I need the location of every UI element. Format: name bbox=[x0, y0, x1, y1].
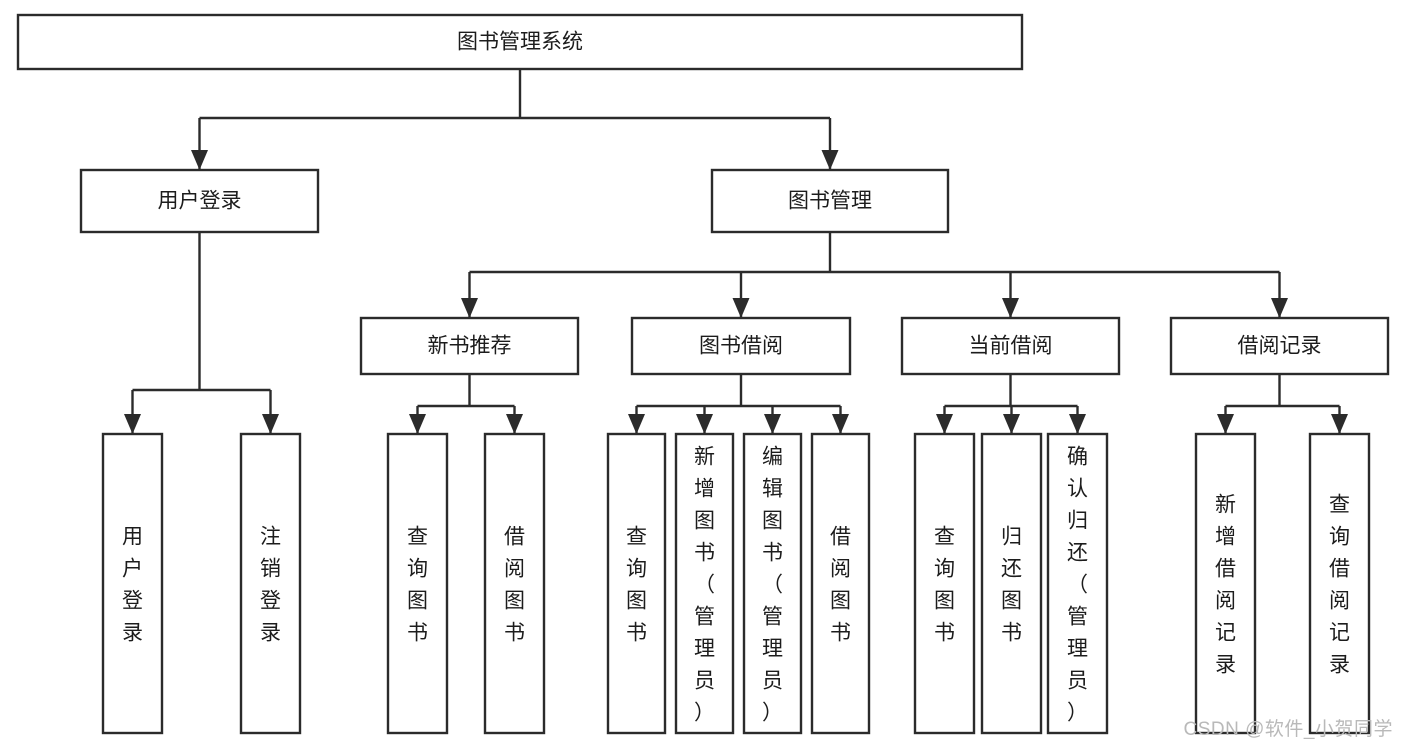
node-box-user-login[interactable] bbox=[79, 168, 320, 234]
node-label-rec-add-record: 新增借阅记录 bbox=[1215, 494, 1236, 677]
node-new-book-rec[interactable]: 新书推荐 bbox=[359, 316, 580, 376]
node-user-logout[interactable]: 注销登录 bbox=[239, 432, 302, 735]
node-label-new-book-rec: 新书推荐 bbox=[428, 335, 512, 358]
arrow-head-icon-rec-borrow-book bbox=[506, 414, 523, 434]
node-label-current-borrow: 当前借阅 bbox=[969, 335, 1053, 358]
node-borrow-query-book[interactable]: 查询图书 bbox=[606, 432, 667, 735]
node-current-borrow[interactable]: 当前借阅 bbox=[900, 316, 1121, 376]
arrow-head-icon-borrow-do-borrow bbox=[832, 414, 849, 434]
node-box-user-logout[interactable] bbox=[239, 432, 302, 735]
node-box-user-login-do[interactable] bbox=[101, 432, 164, 735]
arrow-head-icon-user-login bbox=[191, 150, 208, 170]
node-label-book-manage: 图书管理 bbox=[788, 190, 872, 213]
arrow-head-icon-new-book-rec bbox=[461, 298, 478, 318]
node-cur-query-book[interactable]: 查询图书 bbox=[913, 432, 976, 735]
arrow-head-icon-rec-query-book bbox=[409, 414, 426, 434]
node-label-borrow-record: 借阅记录 bbox=[1238, 335, 1322, 358]
node-book-manage[interactable]: 图书管理 bbox=[710, 168, 950, 234]
node-user-login-do[interactable]: 用户登录 bbox=[101, 432, 164, 735]
node-box-book-manage[interactable] bbox=[710, 168, 950, 234]
node-box-borrow-edit-book[interactable] bbox=[742, 432, 803, 735]
node-label-root: 图书管理系统 bbox=[457, 31, 583, 54]
node-cur-confirm-return[interactable]: 确认归还（管理员） bbox=[1046, 432, 1109, 735]
node-box-rec-query-record[interactable] bbox=[1308, 432, 1371, 735]
arrow-head-icon-rec-add-record bbox=[1217, 414, 1234, 434]
node-rec-query-book[interactable]: 查询图书 bbox=[386, 432, 449, 735]
node-box-borrow-do-borrow[interactable] bbox=[810, 432, 871, 735]
node-book-borrow[interactable]: 图书借阅 bbox=[630, 316, 852, 376]
node-rec-query-record[interactable]: 查询借阅记录 bbox=[1308, 432, 1371, 735]
node-box-rec-query-book[interactable] bbox=[386, 432, 449, 735]
node-root[interactable]: 图书管理系统 bbox=[16, 13, 1024, 71]
node-label-borrow-edit-book: 编辑图书（管理员） bbox=[762, 446, 783, 725]
arrow-head-icon-book-borrow bbox=[732, 298, 750, 318]
node-label-cur-return-book: 归还图书 bbox=[1001, 526, 1022, 645]
node-label-cur-confirm-return: 确认归还（管理员） bbox=[1067, 446, 1088, 725]
arrow-head-icon-borrow-add-book bbox=[696, 414, 713, 434]
node-user-login[interactable]: 用户登录 bbox=[79, 168, 320, 234]
node-label-borrow-add-book: 新增图书（管理员） bbox=[694, 446, 715, 725]
node-box-borrow-add-book[interactable] bbox=[674, 432, 735, 735]
node-label-user-login-do: 用户登录 bbox=[122, 526, 143, 645]
node-box-cur-query-book[interactable] bbox=[913, 432, 976, 735]
arrow-head-icon-user-login-do bbox=[124, 414, 141, 434]
node-box-cur-confirm-return[interactable] bbox=[1046, 432, 1109, 735]
node-label-book-borrow: 图书借阅 bbox=[699, 335, 783, 358]
node-box-borrow-query-book[interactable] bbox=[606, 432, 667, 735]
node-label-cur-query-book: 查询图书 bbox=[934, 526, 955, 645]
arrow-head-icon-user-logout bbox=[262, 414, 279, 434]
node-box-new-book-rec[interactable] bbox=[359, 316, 580, 376]
node-borrow-add-book[interactable]: 新增图书（管理员） bbox=[674, 432, 735, 735]
node-box-book-borrow[interactable] bbox=[630, 316, 852, 376]
arrow-head-icon-borrow-record bbox=[1271, 298, 1288, 318]
arrow-head-icon-borrow-query-book bbox=[628, 414, 645, 434]
node-label-rec-borrow-book: 借阅图书 bbox=[504, 526, 525, 645]
node-label-user-logout: 注销登录 bbox=[260, 526, 281, 645]
node-label-borrow-do-borrow: 借阅图书 bbox=[830, 526, 851, 645]
node-box-current-borrow[interactable] bbox=[900, 316, 1121, 376]
node-rec-borrow-book[interactable]: 借阅图书 bbox=[483, 432, 546, 735]
node-box-cur-return-book[interactable] bbox=[980, 432, 1043, 735]
arrow-head-icon-cur-return-book bbox=[1003, 414, 1020, 434]
node-cur-return-book[interactable]: 归还图书 bbox=[980, 432, 1043, 735]
node-label-user-login: 用户登录 bbox=[158, 190, 242, 213]
node-rec-add-record[interactable]: 新增借阅记录 bbox=[1194, 432, 1257, 735]
arrow-head-icon-cur-confirm-return bbox=[1069, 414, 1086, 434]
arrow-head-icon-borrow-edit-book bbox=[764, 414, 781, 434]
arrow-head-icon-book-manage bbox=[821, 150, 839, 170]
node-boxes: 图书管理系统用户登录用户登录注销登录图书管理新书推荐查询图书借阅图书图书借阅查询… bbox=[16, 13, 1390, 735]
node-borrow-edit-book[interactable]: 编辑图书（管理员） bbox=[742, 432, 803, 735]
connector-lines bbox=[124, 69, 1348, 434]
arrow-head-icon-cur-query-book bbox=[936, 414, 953, 434]
node-label-rec-query-record: 查询借阅记录 bbox=[1329, 494, 1350, 677]
node-box-rec-add-record[interactable] bbox=[1194, 432, 1257, 735]
node-box-rec-borrow-book[interactable] bbox=[483, 432, 546, 735]
node-box-root[interactable] bbox=[16, 13, 1024, 71]
node-label-borrow-query-book: 查询图书 bbox=[626, 526, 647, 645]
node-label-rec-query-book: 查询图书 bbox=[407, 526, 428, 645]
node-borrow-do-borrow[interactable]: 借阅图书 bbox=[810, 432, 871, 735]
node-borrow-record[interactable]: 借阅记录 bbox=[1169, 316, 1390, 376]
arrow-head-icon-current-borrow bbox=[1002, 298, 1019, 318]
arrow-head-icon-rec-query-record bbox=[1331, 414, 1348, 434]
node-box-borrow-record[interactable] bbox=[1169, 316, 1390, 376]
